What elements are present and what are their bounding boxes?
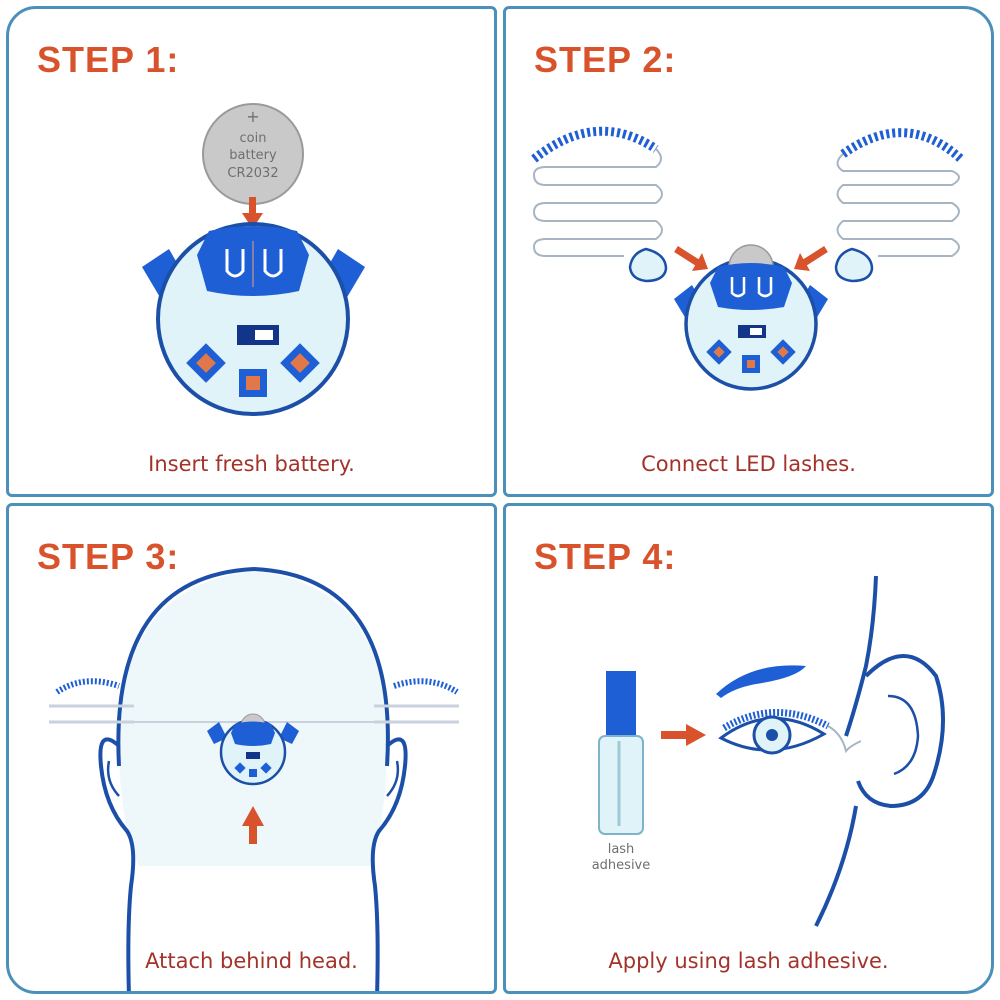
eyebrow-icon	[716, 665, 806, 698]
battery-label-1: coin	[240, 131, 267, 146]
arrow-down-icon	[242, 197, 263, 229]
step-1-title: STEP 1:	[37, 39, 180, 80]
face-profile-icon	[814, 575, 946, 927]
eye-with-lash-icon	[718, 709, 862, 755]
battery-plus: +	[246, 107, 259, 126]
step-4-caption: Apply using lash adhesive.	[608, 949, 889, 973]
step-2-panel: STEP 2:	[503, 6, 994, 497]
step-3-title: STEP 3:	[37, 536, 180, 577]
step-2-caption: Connect LED lashes.	[641, 452, 856, 476]
step-3-panel: STEP 3:	[6, 503, 497, 994]
step-3-illustration	[49, 566, 459, 991]
led-controller-icon	[674, 244, 828, 391]
left-led-lash-icon	[531, 126, 668, 283]
step-1-caption: Insert fresh battery.	[148, 452, 355, 476]
led-controller-icon	[207, 713, 299, 786]
right-led-lash-icon	[834, 128, 965, 283]
coin-battery-icon: + coin battery CR2032	[202, 103, 304, 205]
battery-label-2: battery	[229, 148, 277, 163]
step-3-caption: Attach behind head.	[145, 949, 358, 973]
step-2-title: STEP 2:	[534, 39, 677, 80]
step-1-illustration: + coin battery CR2032	[142, 103, 365, 416]
step-2-illustration	[531, 126, 965, 391]
arrow-right-icon	[661, 724, 706, 746]
arrow-left-in-icon	[674, 246, 708, 271]
battery-label-3: CR2032	[227, 166, 278, 181]
adhesive-label-1: lash	[608, 842, 635, 857]
arrow-up-icon	[242, 806, 264, 844]
step-4-panel: STEP 4: lash adhesive	[503, 503, 994, 994]
arrow-right-in-icon	[794, 246, 828, 271]
adhesive-label-2: adhesive	[592, 858, 651, 873]
step-4-title: STEP 4:	[534, 536, 677, 577]
adhesive-bottle-icon: lash adhesive	[592, 671, 651, 873]
step-1-panel: STEP 1: + coin battery CR2032	[6, 6, 497, 497]
led-controller-icon	[142, 222, 365, 416]
step-4-illustration: lash adhesive	[592, 575, 946, 927]
